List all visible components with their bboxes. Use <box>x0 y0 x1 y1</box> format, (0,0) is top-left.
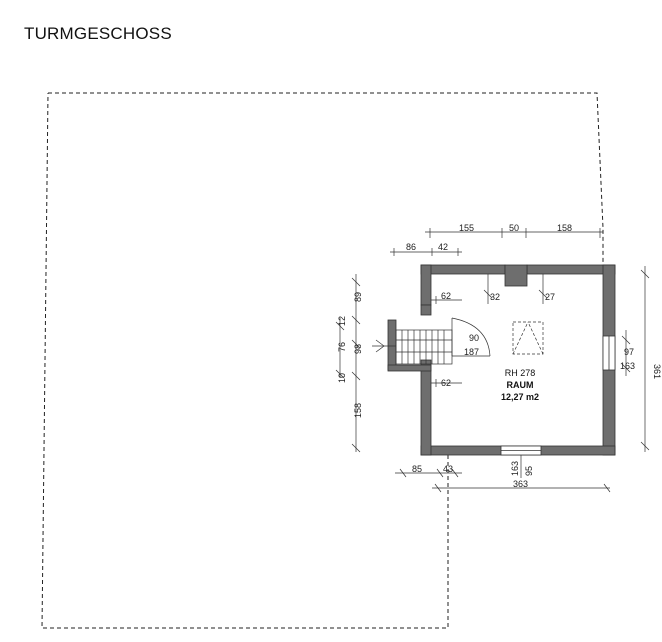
stair <box>372 317 491 365</box>
skylight <box>512 321 544 355</box>
dim-27: 27 <box>545 292 555 302</box>
dim-stair-90: 90 <box>469 333 479 343</box>
plan-title: TURMGESCHOSS <box>24 24 172 43</box>
dim-76: 76 <box>337 342 347 352</box>
room-name: RAUM <box>507 380 534 390</box>
windows <box>500 335 616 456</box>
dim-158-left: 158 <box>353 403 363 418</box>
dim-163-right: 163 <box>620 361 635 371</box>
room-area: 12,27 m2 <box>501 392 539 402</box>
dim-89: 89 <box>353 292 363 302</box>
dim-50: 50 <box>509 223 519 233</box>
dim-62-top: 62 <box>441 291 451 301</box>
dim-85: 85 <box>412 464 422 474</box>
dim-363: 363 <box>513 479 528 489</box>
dim-62-bottom: 62 <box>441 378 451 388</box>
dim-stair-187: 187 <box>464 347 479 357</box>
dim-43: 43 <box>443 464 453 474</box>
dim-12: 12 <box>337 316 347 326</box>
dim-163-bottom: 163 <box>510 461 520 476</box>
dim-155: 155 <box>459 223 474 233</box>
dim-10: 10 <box>337 373 347 383</box>
dim-32: 32 <box>490 292 500 302</box>
dim-98: 98 <box>353 344 363 354</box>
dim-95: 95 <box>524 466 534 476</box>
dim-42: 42 <box>438 242 448 252</box>
lower-floor-outline <box>41 92 604 629</box>
dim-97: 97 <box>624 347 634 357</box>
room-height: RH 278 <box>505 368 536 378</box>
dim-361: 361 <box>652 364 662 379</box>
dim-158: 158 <box>557 223 572 233</box>
walls <box>387 264 616 456</box>
dimension-lines <box>335 228 650 493</box>
dim-86: 86 <box>406 242 416 252</box>
